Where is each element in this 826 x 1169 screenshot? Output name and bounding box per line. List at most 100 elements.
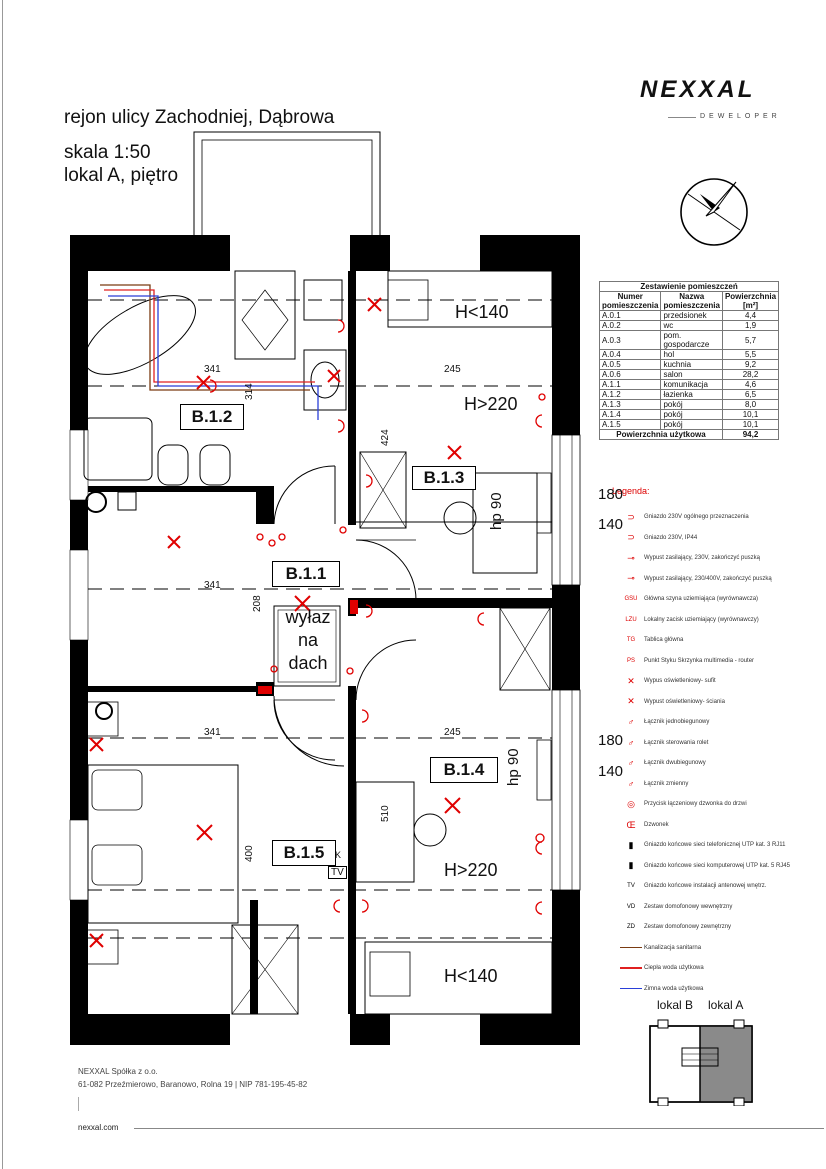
legend-item: Zimna woda użytkowa xyxy=(618,982,703,996)
washing-machine xyxy=(83,417,153,481)
floor-plan xyxy=(69,131,581,1045)
location-title: rejon ulicy Zachodniej, Dąbrowa xyxy=(64,107,335,128)
table-cell-name: pokój xyxy=(660,419,723,430)
changeover-switch-icon: ♂ xyxy=(627,778,635,789)
table-header-number: Numer pomieszczenia xyxy=(598,291,662,311)
hp-label-bottom: hp 90 xyxy=(505,748,522,786)
socket-ip44-icon: ⊃ xyxy=(627,532,635,542)
legend-item-label: Gniazdo końcowe instalacji antenowej wnę… xyxy=(644,883,767,889)
legend-item-label: Punkt Styku Skrzynka multimedia - router xyxy=(644,657,755,664)
brand-divider xyxy=(668,117,696,118)
double-switch-icon: ♂ xyxy=(627,758,635,768)
roof-exit-label: wyłaz na dach xyxy=(278,606,338,675)
network-socket-icon: ▮ xyxy=(628,860,634,870)
table-cell-number: A.1.2 xyxy=(598,389,662,400)
ceiling-light-icon: ✕ xyxy=(627,675,635,686)
legend-item-label: Zimna woda użytkowa xyxy=(644,985,704,992)
table-cell-number: A.0.4 xyxy=(598,349,662,360)
bed-room-14 xyxy=(364,941,553,1015)
local-grounding-clamp-icon: LZU xyxy=(625,616,637,623)
height-gt-220-top: H>220 xyxy=(464,394,518,414)
legend-item: ▮ Gniazdo końcowe sieci telefonicznej UTP… xyxy=(618,838,786,852)
unit-label: lokal A, piętro xyxy=(64,165,179,186)
wardrobe-15 xyxy=(231,924,299,1015)
table-total-value: 94,2 xyxy=(721,429,780,440)
sanitary-line-icon xyxy=(618,946,644,949)
toilet xyxy=(157,444,189,486)
table-cell-number: A.0.3 xyxy=(598,330,662,350)
legend-item-label: Gniazdo 230V, IP44 xyxy=(644,534,698,541)
dim-400: 400 xyxy=(244,845,255,862)
table-cell-name: łazienka xyxy=(660,389,723,400)
legend-item: ♂Łącznik jednobiegunowy xyxy=(618,715,710,729)
window-top-bathroom xyxy=(230,235,350,271)
phone-socket-icon: ▮ xyxy=(628,839,634,850)
washbasin xyxy=(303,349,347,411)
legend-item: Ciepła woda użytkowa xyxy=(618,961,704,975)
wall-socket-icons xyxy=(209,319,546,915)
brand-logo: NEXXAL xyxy=(640,76,756,103)
dim-341-bottom: 341 xyxy=(204,727,221,738)
room-label-b111: B.1.1 xyxy=(272,561,340,587)
table-header-area: Powierzchnia [m²] xyxy=(721,291,780,311)
legend-item-label: Dzwonek xyxy=(644,821,669,828)
legend-item-label: Wypust zasilający, 230/400V, zakończyć p… xyxy=(644,575,772,582)
table-cell-area: 9,2 xyxy=(721,359,780,370)
desk-14 xyxy=(355,781,415,883)
desk-13 xyxy=(472,472,538,574)
dim-341-top: 341 xyxy=(204,364,221,375)
legend-item-label: Wypust zasilający, 230V, zakończyć puszk… xyxy=(644,555,761,561)
page-border-left xyxy=(2,0,3,1169)
room-label-b114: B.1.4 xyxy=(430,757,498,783)
dim-314: 314 xyxy=(244,383,255,400)
legend-item-label: Gniazdo 230V ogólnego przeznaczenia xyxy=(644,514,749,520)
brand-tagline: DEWELOPER xyxy=(700,113,781,120)
bed-room-15 xyxy=(87,764,239,924)
room-label-b115: B.1.5 xyxy=(272,840,336,866)
legend-item: ♂Łącznik sterowania rolet xyxy=(618,736,709,750)
window-right-lower xyxy=(551,689,581,891)
roof-exit-line-1: wyłaz xyxy=(285,607,331,627)
legend-item-label: Łącznik sterowania rolet xyxy=(644,739,709,746)
window-right-upper xyxy=(551,434,581,586)
table-cell-area: 6,5 xyxy=(721,389,780,400)
room-label-b112: B.1.2 xyxy=(180,404,244,430)
legend-item-label: Wypust oświetleniowy- ściania xyxy=(644,698,725,705)
legend-item-label: Gniazdo końcowe sieci telefonicznej UTP … xyxy=(644,842,786,848)
table-cell-area: 10,1 xyxy=(721,419,780,430)
main-panel-icon: TG xyxy=(626,637,636,643)
roof-exit-line-2: na xyxy=(297,630,319,650)
legend-item-label: Główna szyna uziemiająca (wyrównawcza) xyxy=(644,596,759,602)
roof-exit-line-3: dach xyxy=(288,653,328,673)
table-cell-name: wc xyxy=(660,320,723,331)
table-cell-name: pokój xyxy=(660,409,723,420)
table-cell-area: 8,0 xyxy=(721,399,780,410)
intercom-outer-icon: ZD xyxy=(627,924,635,930)
key-plan-unit-a xyxy=(700,1026,752,1102)
outer-wall-right xyxy=(552,235,580,1045)
footer-website[interactable]: nexxal.com xyxy=(78,1123,119,1132)
table-cell-name: przedsionek xyxy=(660,310,723,321)
rooms-table: Zestawienie pomieszczeń Numer pomieszcze… xyxy=(598,281,780,440)
doorbell-icon: Œ xyxy=(626,819,636,830)
table-cell-area: 4,6 xyxy=(721,379,780,390)
table-total-label: Powierzchnia użytkowa xyxy=(599,429,723,440)
legend-item: Kanalizacja sanitarna xyxy=(618,941,701,955)
power-outlet-400v-icon: ⊸ xyxy=(627,573,635,583)
legend-item-label: Zestaw domofonowy wewnętrzny xyxy=(644,903,733,910)
table-title: Zestawienie pomieszczeń xyxy=(598,281,780,292)
single-switch-icon: ♂ xyxy=(627,717,635,727)
north-arrow-icon xyxy=(680,178,748,246)
wardrobe-13 xyxy=(359,451,407,529)
balcony-outline xyxy=(193,131,381,237)
table-cell-area: 10,1 xyxy=(721,409,780,420)
table-cell-name: komunikacja xyxy=(660,379,723,390)
